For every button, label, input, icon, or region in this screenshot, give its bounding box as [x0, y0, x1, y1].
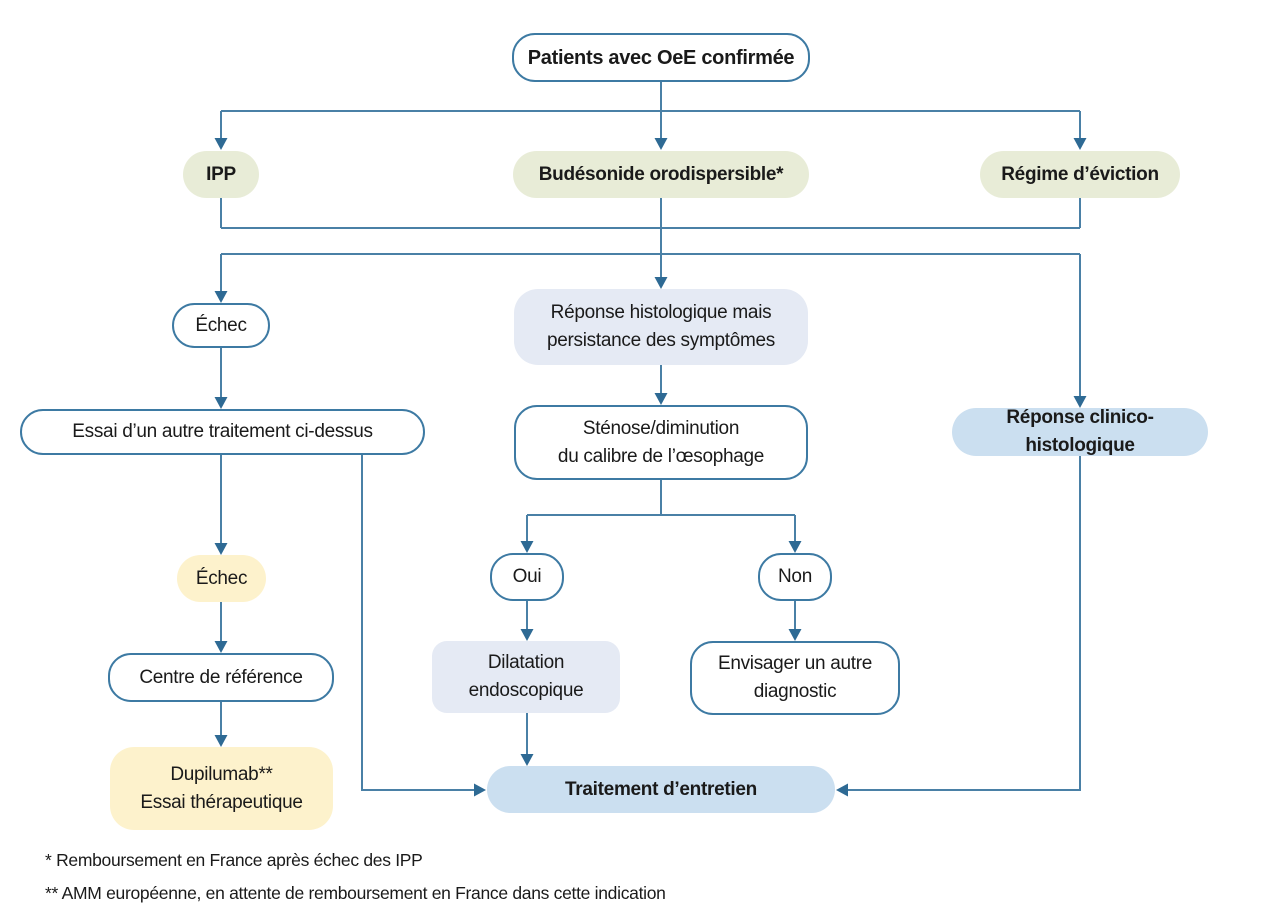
node-label: Échec [195, 314, 247, 336]
node-traitement-entretien: Traitement d’entretien [487, 766, 835, 813]
connector-outcomes [214, 254, 1087, 408]
node-ipp: IPP [183, 151, 259, 198]
node-label-line2: diagnostic [753, 681, 837, 702]
node-dupilumab-essai-therapeutique: Dupilumab** Essai thérapeutique [110, 747, 333, 830]
connector-treatment-bus [220, 198, 1081, 255]
node-centre-reference: Centre de référence [108, 653, 334, 702]
node-dilatation-endoscopique: Dilatation endoscopique [432, 641, 620, 713]
node-oui: Oui [490, 553, 564, 601]
node-envisager-autre-diagnostic: Envisager un autre diagnostic [690, 641, 900, 715]
node-label: Non [778, 566, 812, 587]
node-non: Non [758, 553, 832, 601]
node-label: Essai d’un autre traitement ci-dessus [72, 421, 373, 442]
node-regime-eviction: Régime d’éviction [980, 151, 1180, 198]
node-label-line1: Envisager un autre [717, 653, 873, 674]
node-label-line1: Dupilumab** [170, 763, 273, 785]
node-label-line1: Dilatation [487, 652, 565, 673]
node-label: Budésonide orodispersible* [538, 163, 784, 185]
node-label: Centre de référence [139, 666, 303, 688]
node-label: Échec [195, 567, 248, 589]
node-reponse-clinico-histologique: Réponse clinico-histologique [952, 407, 1208, 456]
node-label: IPP [206, 163, 236, 185]
node-label-line2: Essai thérapeutique [140, 791, 303, 813]
node-label-line1: Réponse histologique mais [550, 302, 772, 323]
node-echec-1: Échec [172, 303, 270, 348]
connector-left-column [214, 348, 486, 797]
node-reponse-histologique: Réponse histologique mais persistance de… [514, 289, 808, 365]
node-essai-autre-traitement: Essai d’un autre traitement ci-dessus [20, 409, 425, 455]
node-label: Régime d’éviction [1001, 163, 1159, 185]
connector-top-split [214, 82, 1087, 150]
node-label: Traitement d’entretien [565, 778, 757, 800]
node-label: Oui [512, 566, 542, 587]
footnote-1: * Remboursement en France après échec de… [45, 850, 423, 870]
connector-right-column [836, 456, 1081, 797]
node-label: Réponse clinico-histologique [1006, 407, 1154, 456]
connector-middle-column [520, 365, 802, 766]
node-budesonide-orodispersible: Budésonide orodispersible* [513, 151, 809, 198]
footnote-2: ** AMM européenne, en attente de rembour… [45, 883, 666, 903]
node-label: Patients avec OeE confirmée [527, 46, 795, 69]
node-stenose-diminution: Sténose/diminution du calibre de l’œsoph… [514, 405, 808, 480]
node-label-line1: Sténose/diminution [582, 417, 740, 439]
node-echec-2: Échec [177, 555, 266, 602]
node-patients-oee-confirmee: Patients avec OeE confirmée [512, 33, 810, 82]
node-label-line2: persistance des symptômes [547, 330, 775, 351]
node-label-line2: endoscopique [468, 680, 584, 701]
node-label-line2: du calibre de l’œsophage [557, 445, 765, 467]
